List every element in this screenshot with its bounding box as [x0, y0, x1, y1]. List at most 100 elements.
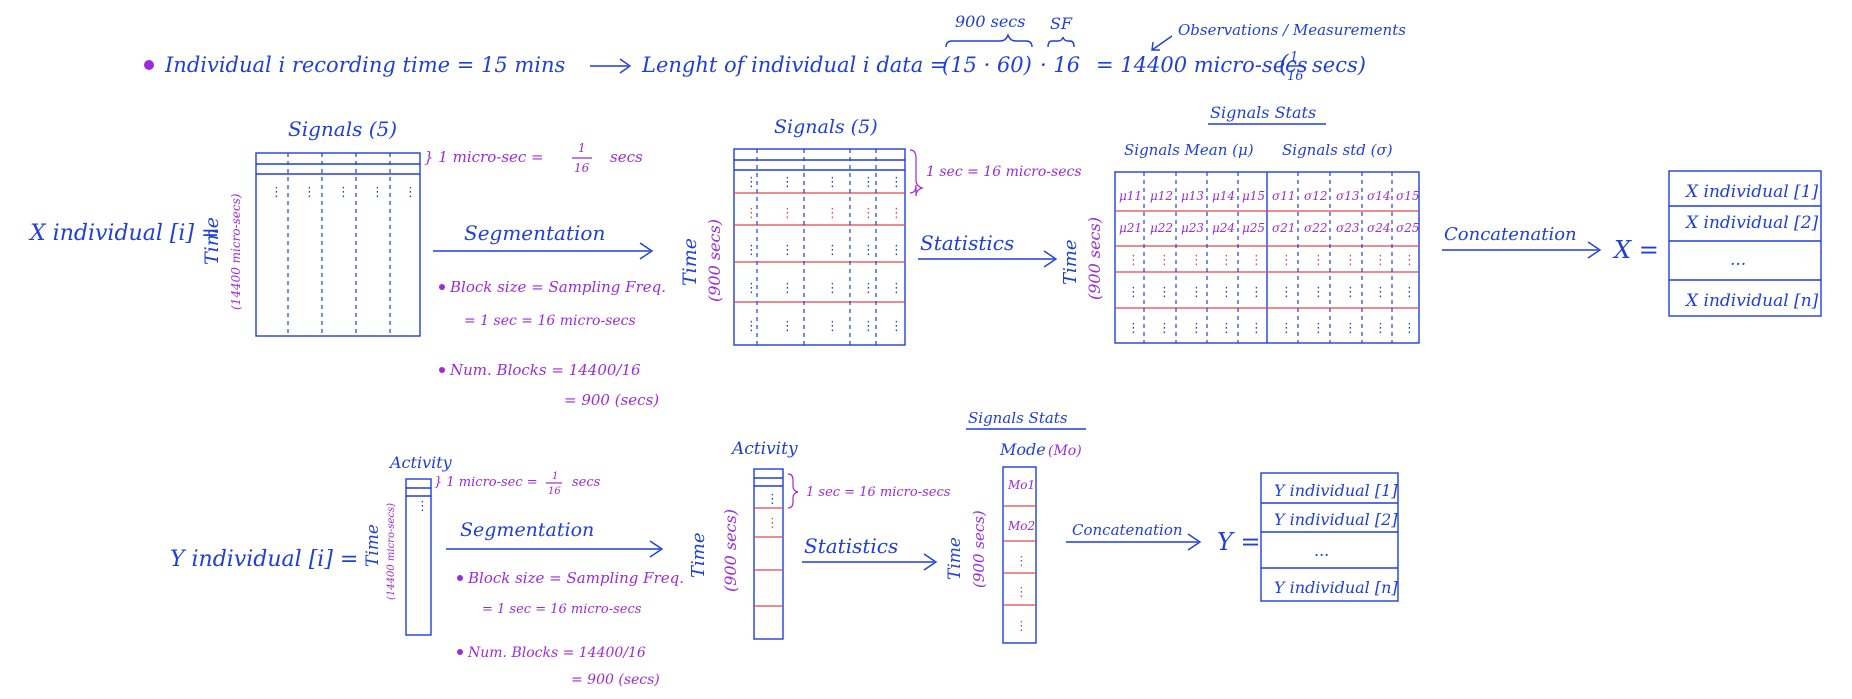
x-seg-time-label: Time — [679, 238, 701, 286]
svg-text:⋮: ⋮ — [270, 185, 283, 200]
y-block-size: Block size = Sampling Freq. — [467, 569, 684, 587]
x-std-label: Signals std (σ) — [1282, 141, 1393, 159]
y-num-blocks-2: = 900 (secs) — [571, 672, 660, 688]
svg-text:⋮: ⋮ — [1190, 285, 1203, 300]
svg-text:⋮: ⋮ — [1158, 285, 1171, 300]
svg-text:⋮: ⋮ — [416, 499, 429, 514]
svg-text:⋮: ⋮ — [826, 175, 839, 190]
x-row: X individual [i] = Signals (5) Time (144… — [28, 103, 1822, 409]
x-seg-time-sub: (900 secs) — [705, 219, 724, 302]
x-stack-item: X individual [1] — [1684, 182, 1819, 202]
svg-text:⋮: ⋮ — [1127, 285, 1140, 300]
svg-text:⋮: ⋮ — [1374, 285, 1387, 300]
svg-text:⋮: ⋮ — [862, 319, 875, 334]
svg-text:⋮: ⋮ — [1312, 285, 1325, 300]
x-micro-frac-den: 16 — [574, 161, 590, 175]
implies-arrow-icon — [590, 58, 632, 74]
svg-text:⋮: ⋮ — [337, 185, 350, 200]
mu-cell: μ22 — [1150, 221, 1173, 235]
svg-text:⋮: ⋮ — [1127, 253, 1140, 268]
svg-text:⋮: ⋮ — [1312, 253, 1325, 268]
x-stats-matrix: μ11 μ12 μ13 μ14 μ15 μ21 μ22 μ23 μ24 μ25 … — [1114, 171, 1420, 344]
svg-text:⋮: ⋮ — [745, 281, 758, 296]
x-statistics-label: Statistics — [920, 231, 1014, 255]
y-stats-title: Signals Stats — [968, 409, 1068, 427]
brace-label-sf: SF — [1050, 14, 1073, 33]
y-time-label: Time — [363, 524, 383, 567]
svg-text:⋮: ⋮ — [826, 206, 839, 221]
sigma-cell: σ13 — [1336, 189, 1360, 203]
y-num-blocks: Num. Blocks = 14400/16 — [467, 645, 646, 661]
svg-text:⋮: ⋮ — [745, 319, 758, 334]
svg-text:⋮: ⋮ — [781, 243, 794, 258]
svg-text:⋮: ⋮ — [1403, 285, 1416, 300]
mu-cell: μ24 — [1212, 221, 1235, 235]
svg-text:⋮: ⋮ — [826, 281, 839, 296]
svg-text:⋮: ⋮ — [303, 185, 316, 200]
x-concatenation-arrow-icon — [1442, 241, 1602, 259]
sigma-cell: σ24 — [1367, 221, 1390, 235]
y-sec-note: 1 sec = 16 micro-secs — [806, 485, 951, 500]
x-stack-item: ... — [1730, 250, 1746, 270]
x-mu-row-1: μ11 μ12 μ13 μ14 μ15 — [1119, 189, 1265, 203]
y-result-var: Y = — [1217, 528, 1261, 556]
y-concatenation-arrow-icon — [1066, 533, 1202, 551]
formula-result: = 14400 micro-secs — [1096, 53, 1308, 77]
svg-text:⋮: ⋮ — [766, 516, 779, 531]
x-micro-frac-unit: secs — [610, 148, 643, 166]
svg-text:⋮: ⋮ — [745, 206, 758, 221]
y-statistics-arrow-icon — [802, 553, 938, 571]
y-stats-time-label: Time — [945, 537, 965, 580]
svg-text:⋮: ⋮ — [1015, 585, 1028, 600]
svg-text:⋮: ⋮ — [1158, 253, 1171, 268]
svg-text:⋮: ⋮ — [1280, 321, 1293, 336]
svg-text:⋮: ⋮ — [781, 206, 794, 221]
x-raw-matrix: ⋮⋮ ⋮⋮ ⋮ — [255, 152, 421, 337]
y-block-size-2: = 1 sec = 16 micro-secs — [482, 602, 642, 617]
svg-text:⋮: ⋮ — [862, 175, 875, 190]
x-statistics-arrow-icon — [918, 250, 1058, 268]
unit-close: secs) — [1312, 53, 1366, 77]
y-block-size-bullet-icon — [457, 575, 463, 581]
y-micro-frac-num: 1 — [552, 471, 558, 482]
svg-text:⋮: ⋮ — [1344, 321, 1357, 336]
svg-text:⋮: ⋮ — [1403, 253, 1416, 268]
unit-fraction-den: 16 — [1287, 69, 1304, 84]
x-result-var: X = — [1612, 236, 1659, 264]
bullet-icon — [144, 60, 154, 70]
svg-text:⋮: ⋮ — [1250, 285, 1263, 300]
y-mode-label: Mode — [999, 440, 1046, 459]
y-micro-sec-note: } 1 micro-sec = — [434, 475, 538, 490]
svg-text:⋮: ⋮ — [890, 175, 903, 190]
mode-cell: Mo1 — [1007, 478, 1035, 492]
svg-text:⋮: ⋮ — [745, 175, 758, 190]
header: Individual i recording time = 15 mins Le… — [144, 12, 1406, 84]
svg-text:⋮: ⋮ — [1374, 321, 1387, 336]
svg-text:⋮: ⋮ — [826, 319, 839, 334]
y-row: Y individual [i] = Activity Time (14400 … — [170, 409, 1399, 688]
x-num-blocks-bullet-icon — [439, 367, 445, 373]
svg-text:⋮: ⋮ — [1374, 253, 1387, 268]
y-raw-column: ⋮ — [405, 478, 432, 636]
y-result-stack: Y individual [1] Y individual [2] ... Y … — [1260, 472, 1399, 602]
y-seg-title: Activity — [730, 439, 798, 459]
y-seg-time-label: Time — [688, 533, 709, 578]
observations-pointer-icon — [1151, 35, 1173, 51]
y-stack-item: Y individual [1] — [1274, 481, 1398, 500]
x-stack-item: X individual [n] — [1684, 291, 1819, 311]
svg-text:⋮: ⋮ — [1220, 321, 1233, 336]
mu-cell: μ12 — [1150, 189, 1173, 203]
x-concatenation-label: Concatenation — [1444, 224, 1577, 245]
mu-cell: μ21 — [1119, 221, 1142, 235]
y-stack-item: Y individual [n] — [1274, 578, 1398, 597]
observations-label: Observations / Measurements — [1178, 21, 1406, 39]
svg-text:⋮: ⋮ — [1220, 253, 1233, 268]
y-seg-time-sub: (900 secs) — [721, 509, 740, 592]
x-sigma-row-2: σ21 σ22 σ23 σ24 σ25 — [1272, 221, 1419, 235]
brace-900-secs — [945, 32, 1033, 48]
brace-label-900-secs: 900 secs — [955, 12, 1025, 31]
x-micro-frac-num: 1 — [578, 141, 586, 155]
x-stack-item: X individual [2] — [1684, 213, 1819, 233]
x-block-size-bullet-icon — [439, 284, 445, 290]
